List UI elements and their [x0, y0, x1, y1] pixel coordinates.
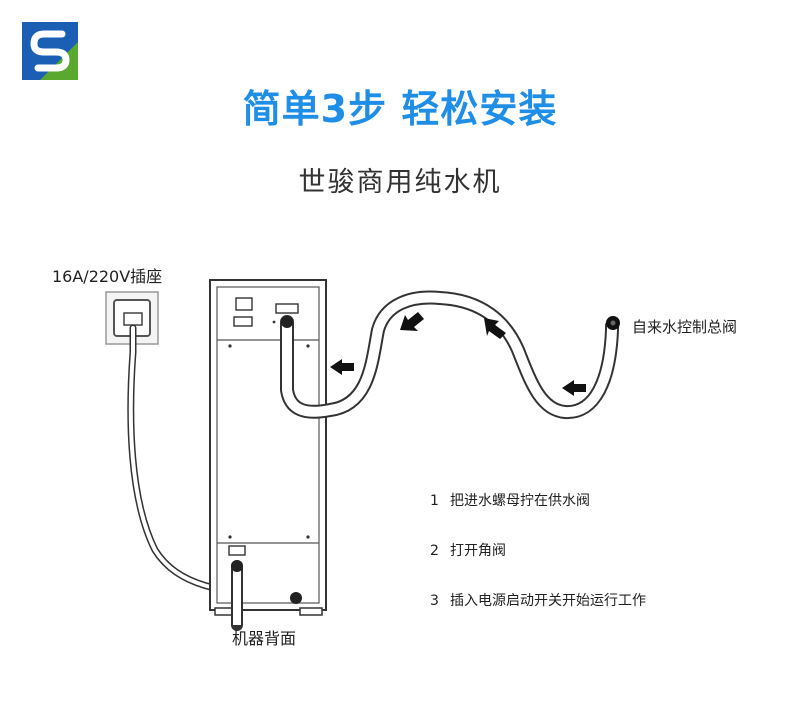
step-text: 把进水螺母拧在供水阀: [450, 493, 590, 509]
step-1: 1 把进水螺母拧在供水阀: [430, 490, 646, 540]
socket-label: 16A/220V插座: [52, 267, 163, 286]
machine-back-label: 机器背面: [232, 629, 297, 648]
machine-back-panel: [209, 279, 327, 616]
inlet-hose: [280, 290, 619, 419]
step-number: 3: [430, 593, 439, 609]
flow-arrow-icon: [484, 318, 506, 339]
step-number: 2: [430, 543, 439, 559]
step-2: 2 打开角阀: [430, 540, 646, 590]
install-steps: 1 把进水螺母拧在供水阀 2 打开角阀 3 插入电源启动开关开始运行工作: [430, 490, 646, 640]
step-text: 打开角阀: [450, 543, 506, 559]
main-valve-label: 自来水控制总阀: [632, 318, 738, 336]
water-valve-icon: [606, 316, 620, 330]
flow-arrow-icon: [330, 359, 354, 375]
flow-arrow-icon: [400, 312, 424, 331]
step-text: 插入电源启动开关开始运行工作: [450, 593, 646, 609]
logo-icon: [22, 22, 78, 80]
page-title: 简单3步 轻松安装: [242, 87, 558, 131]
flow-arrow-icon: [562, 380, 586, 396]
step-number: 1: [430, 493, 439, 509]
step-3: 3 插入电源启动开关开始运行工作: [430, 590, 646, 640]
page-subtitle: 世骏商用纯水机: [298, 167, 502, 198]
